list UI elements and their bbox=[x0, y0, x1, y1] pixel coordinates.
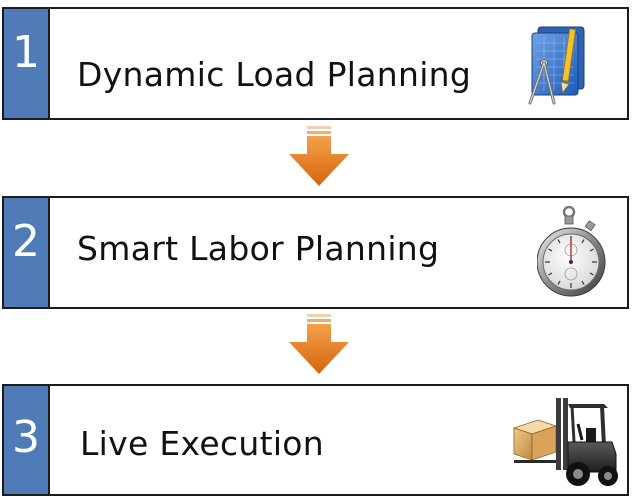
blueprint-compass-icon bbox=[524, 23, 590, 111]
step-1-number: 1 bbox=[4, 9, 50, 118]
step-3-box: 3 Live Execution bbox=[2, 384, 629, 496]
step-1-label: Dynamic Load Planning bbox=[77, 55, 472, 94]
step-2-label: Smart Labor Planning bbox=[77, 229, 440, 268]
down-arrow-icon bbox=[288, 314, 350, 380]
step-3-number: 3 bbox=[4, 386, 50, 494]
down-arrow-icon bbox=[288, 126, 350, 192]
step-1-box: 1 Dynamic Load Planning bbox=[2, 7, 629, 120]
step-2-box: 2 Smart Labor Planning bbox=[2, 196, 629, 309]
stopwatch-icon bbox=[536, 205, 613, 306]
step-3-label: Live Execution bbox=[80, 424, 325, 463]
step-2-number: 2 bbox=[4, 198, 50, 307]
forklift-icon bbox=[512, 394, 618, 494]
